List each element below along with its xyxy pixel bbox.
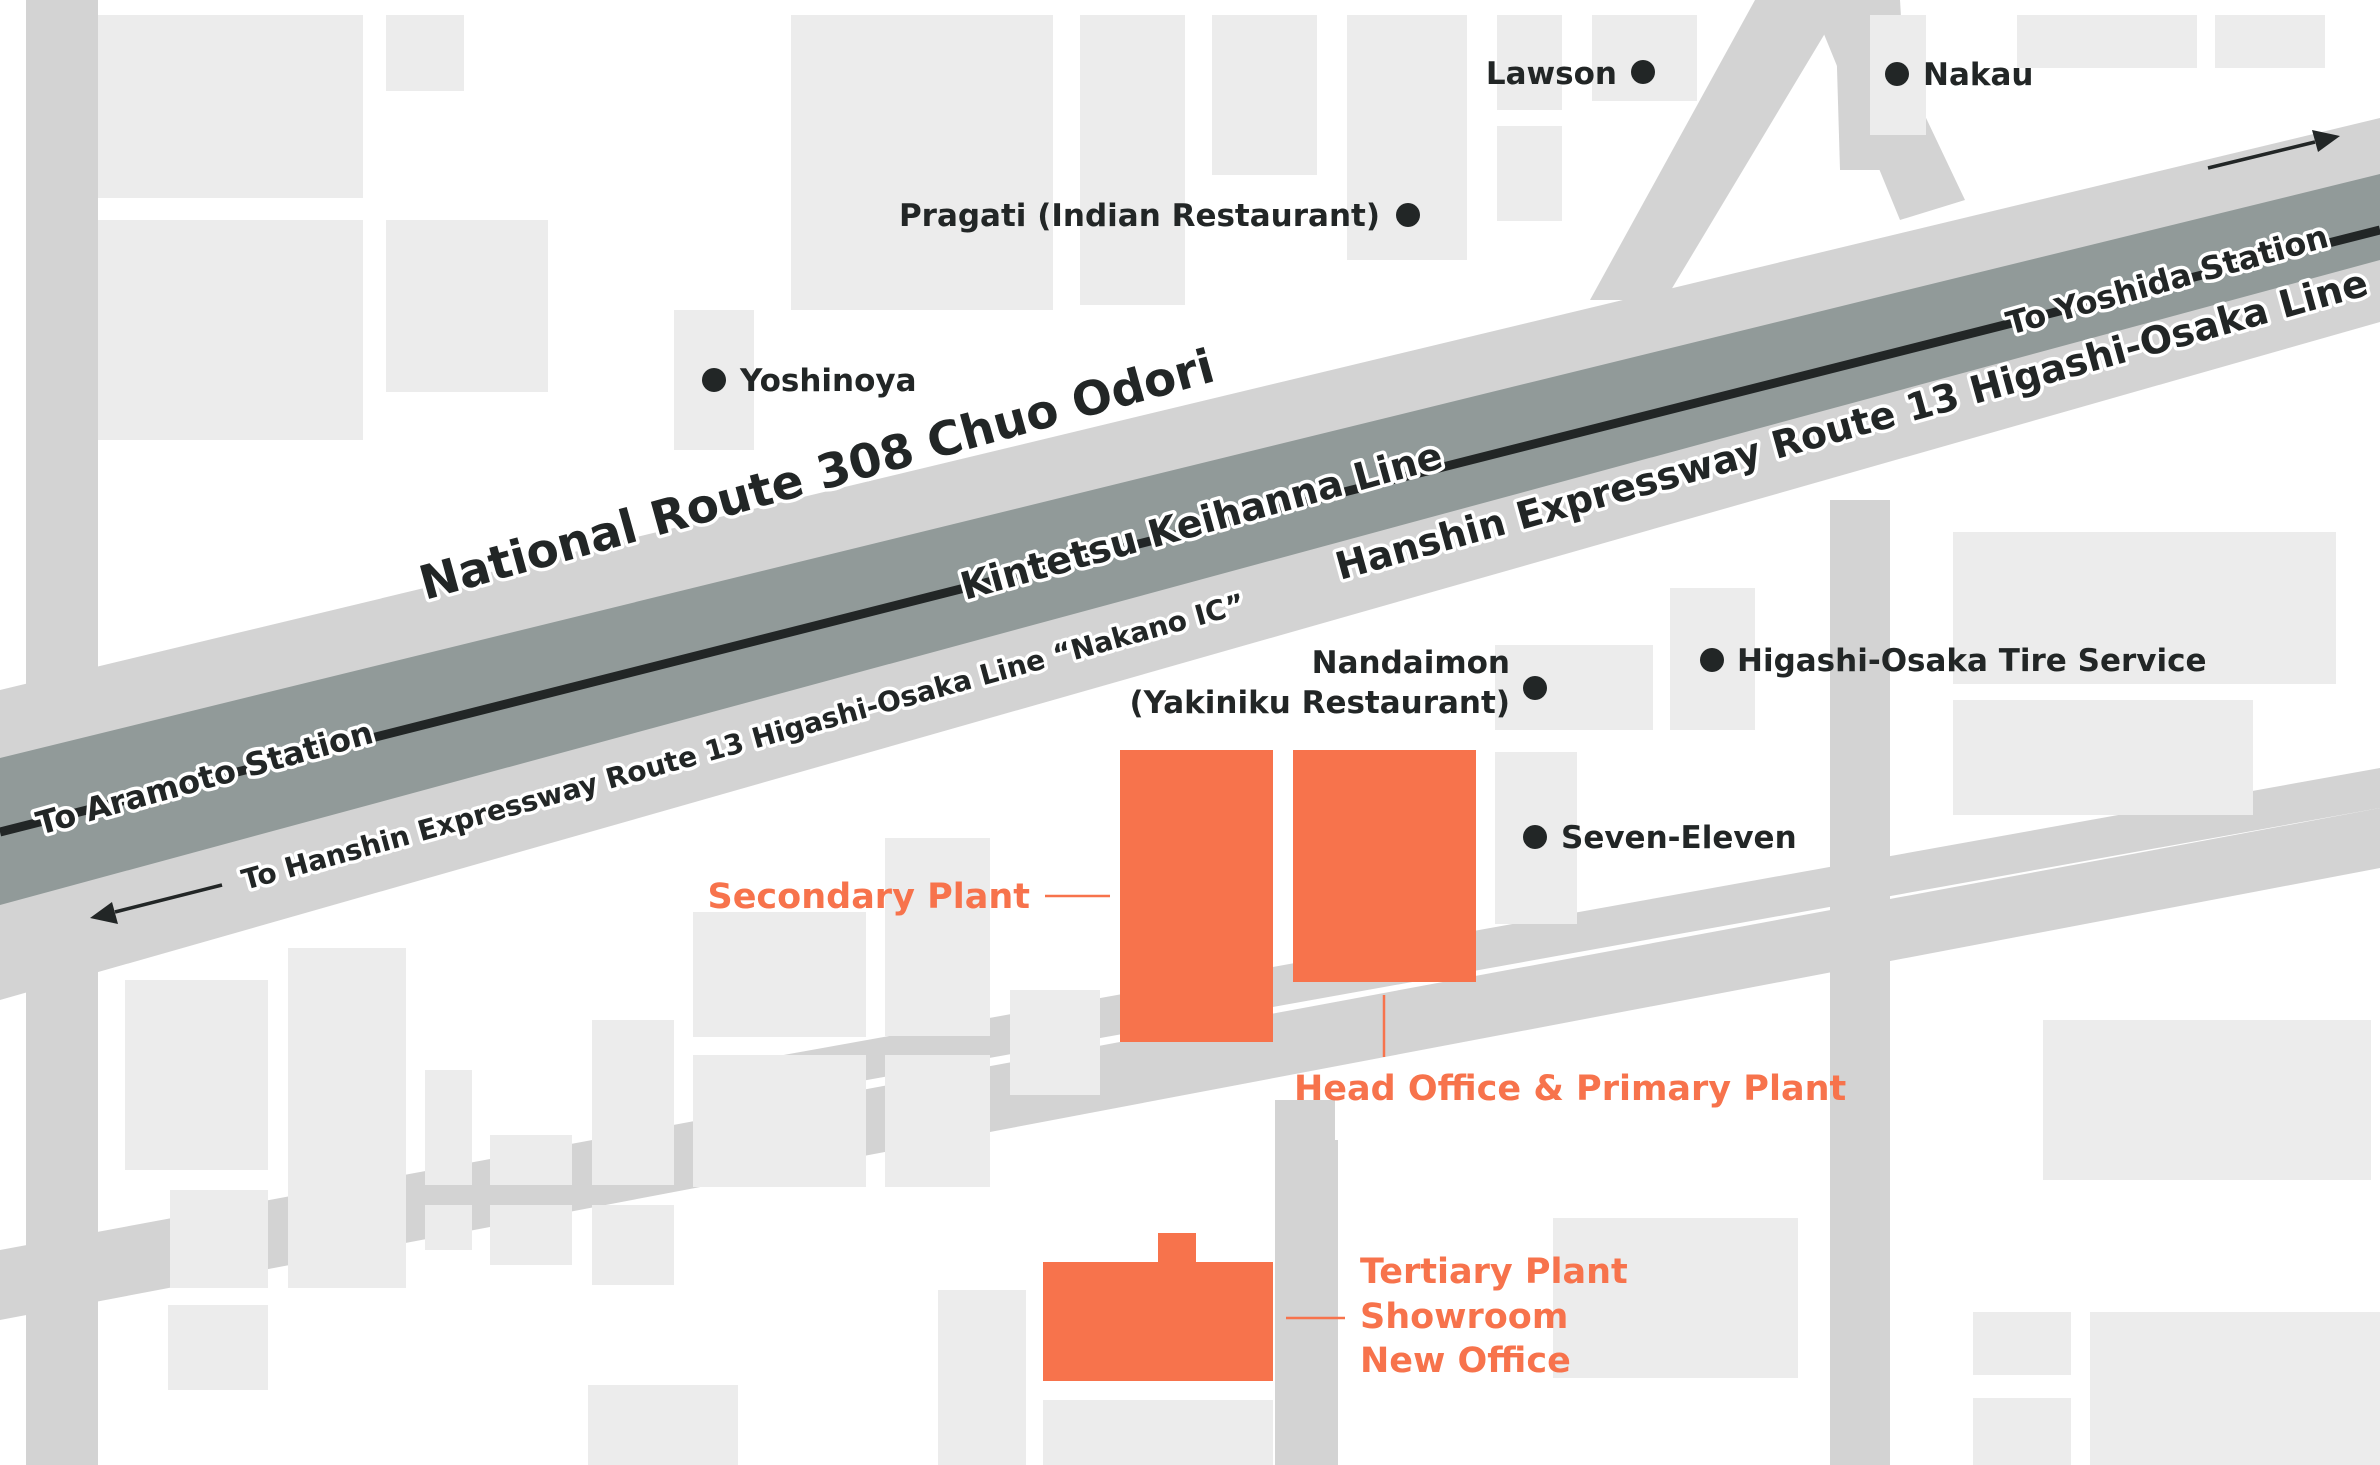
block [2017, 15, 2197, 68]
nakau-label: Nakau [1923, 57, 2033, 93]
block [1495, 645, 1653, 730]
right-vertical-street [1830, 500, 1890, 1465]
block [2215, 15, 2325, 68]
block [885, 1055, 990, 1187]
block [938, 1290, 1026, 1465]
tertiary-plant-label-line1: Tertiary Plant [1360, 1252, 1628, 1292]
block [1080, 15, 1185, 305]
block [2090, 1312, 2380, 1465]
block [490, 1135, 572, 1185]
tertiary-plant-building [1043, 1262, 1273, 1381]
seven-eleven-marker-icon [1523, 825, 1547, 849]
seven-eleven-label: Seven-Eleven [1561, 820, 1797, 856]
block [1497, 126, 1562, 221]
diagonal-street-north [1590, 0, 1845, 300]
arrow-west [90, 883, 223, 924]
left-vertical-street [26, 0, 98, 1465]
head-office-label: Head Office & Primary Plant [1294, 1069, 1846, 1109]
landmarks: Lawson Nakau Pragati (Indian Restaurant)… [702, 56, 2207, 856]
block [791, 15, 1053, 310]
block [1592, 15, 1697, 101]
lawson-marker-icon [1631, 60, 1655, 84]
block [1953, 700, 2253, 815]
block [1553, 1218, 1798, 1378]
block [1953, 532, 2336, 684]
block [885, 838, 990, 1036]
block [98, 15, 363, 198]
block [588, 1385, 738, 1465]
secondary-plant-label: Secondary Plant [707, 877, 1030, 917]
nandaimon-label-line1: Nandaimon [1312, 645, 1510, 681]
block [693, 912, 866, 1037]
block [1973, 1398, 2071, 1465]
secondary-plant-building [1120, 750, 1273, 1042]
block [1043, 1400, 1273, 1465]
block [592, 1020, 674, 1185]
block [125, 980, 268, 1170]
pragati-label: Pragati (Indian Restaurant) [899, 198, 1380, 234]
tire-service-label: Higashi-Osaka Tire Service [1737, 643, 2207, 679]
block [2043, 1020, 2371, 1180]
tertiary-plant-label-line2: Showroom [1360, 1297, 1568, 1337]
block [386, 220, 548, 392]
yoshinoya-marker-icon [702, 368, 726, 392]
railway-line [0, 225, 2380, 837]
block [98, 220, 363, 440]
block [1497, 15, 1562, 110]
block [386, 15, 464, 91]
block [592, 1205, 674, 1285]
nandaimon-marker-icon [1523, 676, 1547, 700]
building-blocks [98, 15, 2380, 1465]
lower-diagonal-street [0, 808, 2380, 1320]
block [1212, 15, 1317, 175]
block [168, 1305, 268, 1390]
block [425, 1205, 472, 1250]
block [693, 1055, 866, 1187]
tertiary-plant-label-line3: New Office [1360, 1341, 1571, 1381]
block [425, 1070, 472, 1185]
lawson-label: Lawson [1486, 56, 1617, 92]
block [1010, 990, 1100, 1095]
block [1973, 1312, 2071, 1375]
block [490, 1205, 572, 1265]
nakau-marker-icon [1885, 62, 1909, 86]
pragati-marker-icon [1396, 203, 1420, 227]
facilities: Secondary Plant Head Office & Primary Pl… [707, 750, 1846, 1381]
arrow-east [2207, 130, 2340, 170]
tertiary-plant-tower [1158, 1233, 1196, 1265]
expressway-band [0, 174, 2380, 905]
nandaimon-label-line2: (Yakiniku Restaurant) [1129, 685, 1510, 721]
head-office-building [1293, 750, 1476, 982]
tire-service-marker-icon [1700, 648, 1724, 672]
yoshinoya-label: Yoshinoya [739, 363, 917, 399]
block [288, 948, 406, 1288]
bottom-vertical-street [1275, 1100, 1335, 1465]
block [170, 1190, 268, 1288]
